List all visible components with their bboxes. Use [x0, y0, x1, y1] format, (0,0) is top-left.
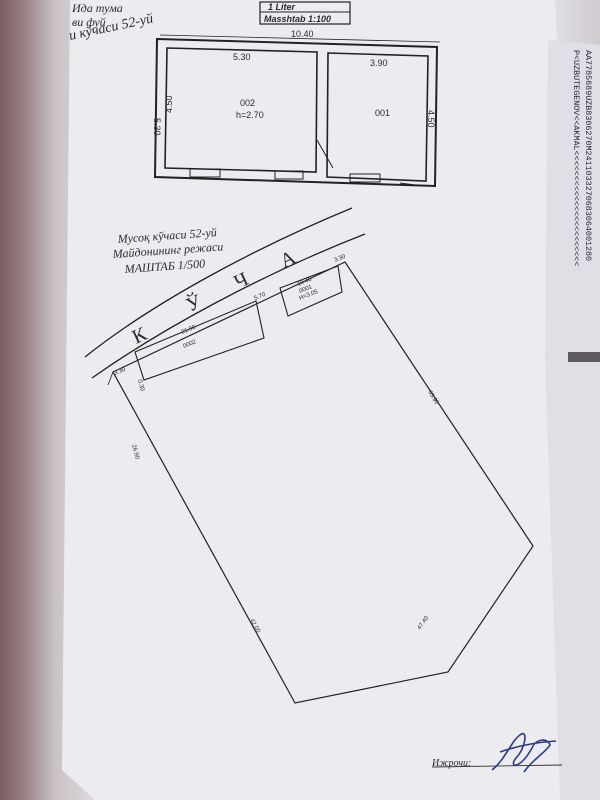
passport-page [545, 40, 600, 800]
dim-corner-right: 3.30 [334, 254, 348, 264]
floor-plan-labels: 10.40 5.30 5.30 4.50 002 h=2.70 3.90 001… [152, 29, 436, 136]
room-002-depth: 4.50 [164, 95, 174, 113]
building-a-length: 21.90 [181, 324, 198, 335]
header-line-1: Ида тума [71, 1, 123, 15]
mrz-line-2: AA7785689UZB8306270M24110332706830640012… [583, 50, 593, 261]
room-001-width: 3.90 [370, 58, 388, 68]
dim-left-side: 26.90 [130, 444, 140, 461]
site-title-1: Мусоқ кўчаси 52-уй [116, 225, 217, 246]
building-b-id: 0001 [299, 284, 314, 295]
dim-corner-left: 3.30 [114, 367, 128, 377]
passport-edge [568, 352, 600, 362]
floor-plan [153, 34, 441, 188]
room-002-id: 002 [240, 98, 255, 108]
mrz-line-1: P<UZBUTEGENOV<<AKMAL<<<<<<<<<<<<<<<<<<<<… [571, 50, 581, 266]
passport-mrz: P<UZBUTEGENOV<<AKMAL<<<<<<<<<<<<<<<<<<<<… [571, 50, 593, 266]
room-002-width: 5.30 [233, 52, 251, 62]
liter-box: 1 Liter Masshtab 1:100 [259, 1, 351, 25]
overall-width: 10.40 [291, 29, 314, 39]
scale-label: Masshtab 1:100 [264, 14, 331, 24]
room-001-depth: 4.50 [426, 110, 436, 128]
plot-outline [107, 261, 534, 704]
footer: Ижрочи: [431, 732, 563, 773]
signature-image [491, 732, 557, 773]
site-scale: МАШТАБ 1/500 [123, 256, 205, 276]
dim-left-setback: 0.30 [136, 379, 145, 392]
executor-label: Ижрочи: [431, 758, 471, 769]
building-a-id: 0002 [183, 339, 198, 350]
dim-gap: 5.70 [254, 292, 268, 302]
header-line-2: ви фуй [72, 15, 106, 29]
street-band [84, 207, 366, 379]
room-001-id: 001 [375, 108, 390, 118]
overall-depth: 5.30 [152, 118, 162, 136]
liter-label: 1 Liter [268, 2, 296, 12]
room-002-height: h=2.70 [236, 110, 264, 120]
building-b-length: 10.40 [297, 276, 314, 287]
paper-sheet [62, 0, 600, 800]
